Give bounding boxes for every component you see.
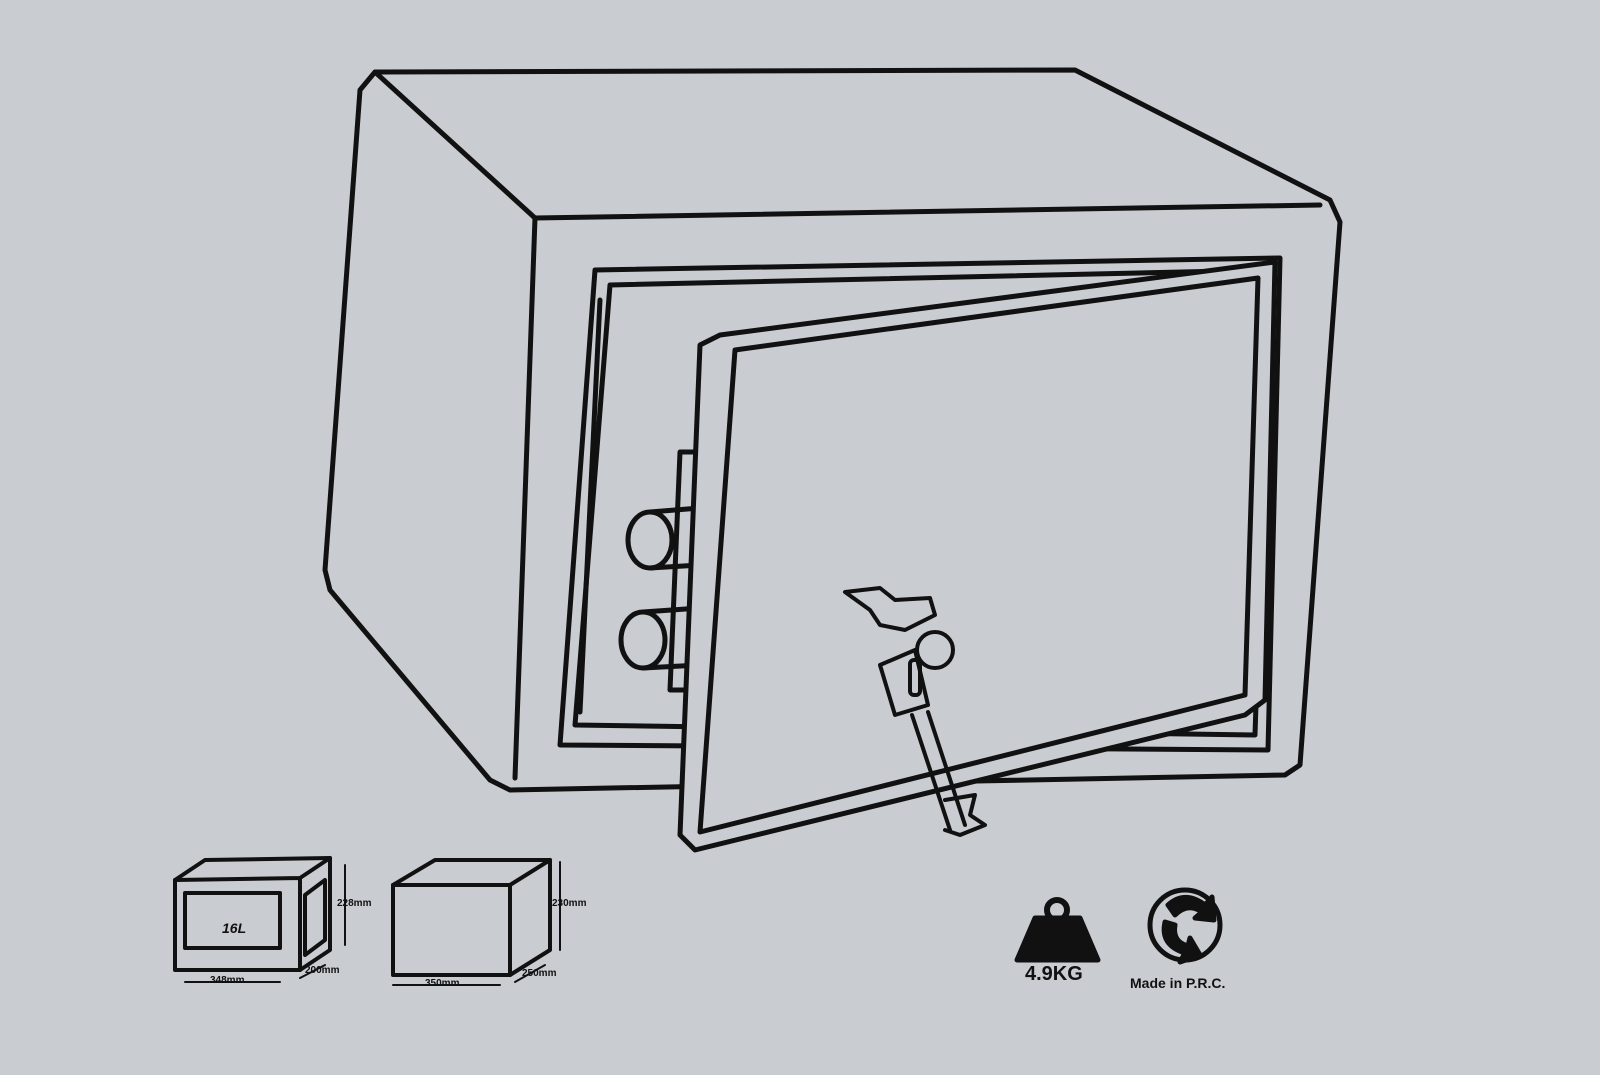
key-icon <box>843 586 987 837</box>
inner-height-label: 228mm <box>337 898 372 909</box>
outer-height-label: 230mm <box>552 898 587 909</box>
green-dot-recycle-icon <box>1147 887 1223 965</box>
origin-label: Made in P.R.C. <box>1130 975 1226 991</box>
weight-icon <box>1014 897 1101 963</box>
inner-dimension-diagram <box>173 856 346 983</box>
outer-width-label: 350mm <box>425 978 460 989</box>
outer-dimension-diagram <box>391 858 561 986</box>
safe-door <box>677 259 1278 853</box>
outer-depth-label: 250mm <box>522 968 557 979</box>
capacity-label: 16L <box>222 920 247 936</box>
inner-depth-label: 200mm <box>305 965 340 976</box>
weight-label: 4.9KG <box>1025 963 1083 985</box>
inner-width-label: 348mm <box>210 975 245 986</box>
